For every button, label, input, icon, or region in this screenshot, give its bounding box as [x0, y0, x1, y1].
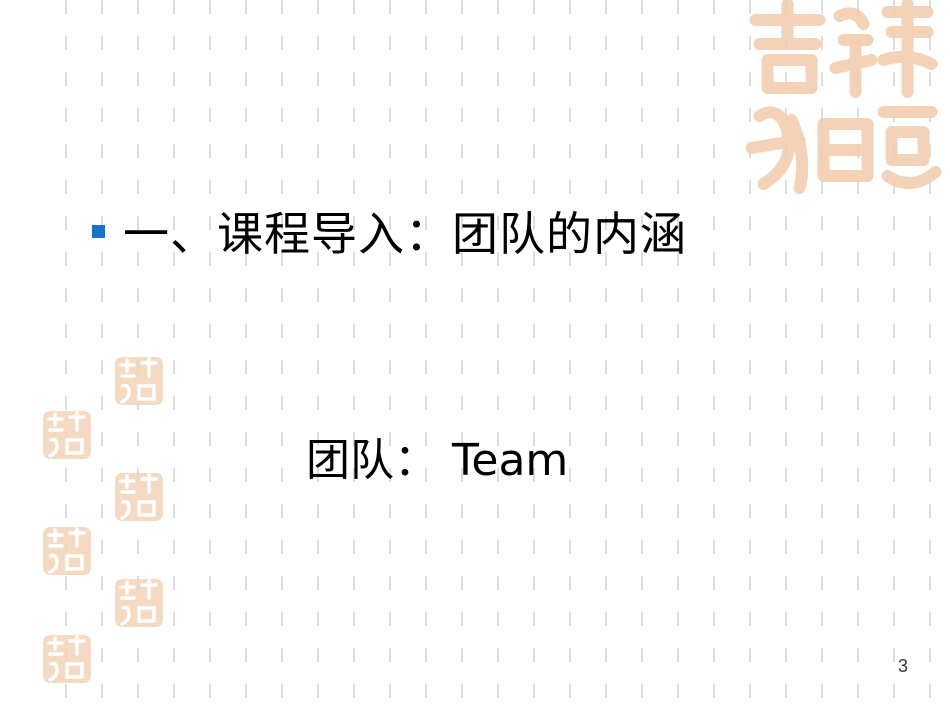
small-seal-icon: [115, 357, 163, 405]
small-seal-icon: [43, 527, 91, 575]
large-seal-icon: [745, 0, 942, 194]
term-text: 团队： Team: [306, 435, 569, 486]
small-seal-icon: [115, 473, 163, 521]
square-bullet-icon: [92, 224, 105, 238]
slide-title: 一、课程导入：团队的内涵: [123, 207, 687, 261]
small-seal-icon: [43, 411, 91, 459]
small-seal-icon: [43, 635, 91, 683]
small-seal-icon: [115, 579, 163, 627]
page-number: 3: [898, 656, 909, 676]
slide-title-row: 一、课程导入：团队的内涵: [92, 196, 687, 266]
